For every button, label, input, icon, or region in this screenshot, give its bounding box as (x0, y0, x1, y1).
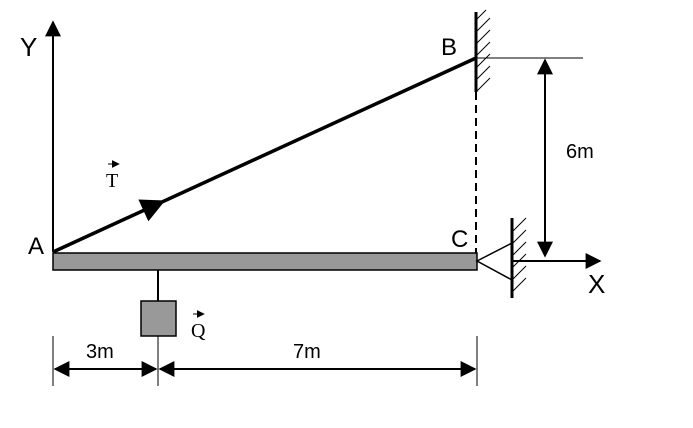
load-symbol: Q (191, 320, 206, 342)
support-c (475, 217, 527, 298)
height-dimension-label: 6m (566, 141, 594, 163)
weight-block (140, 300, 177, 337)
tension-symbol: T (106, 170, 118, 192)
cable-ab (52, 56, 477, 254)
right-span-label: 7m (293, 341, 321, 363)
x-axis-label: X (588, 269, 605, 299)
point-b-label: B (441, 34, 457, 61)
load-label: Q (191, 310, 206, 342)
wall-b (474, 9, 491, 93)
tension-label: T (106, 160, 120, 192)
left-span-label: 3m (86, 341, 114, 363)
point-a-label: A (28, 233, 44, 260)
y-axis-label: Y (20, 32, 37, 62)
tension-arrow (138, 199, 166, 222)
point-c-label: C (451, 226, 468, 253)
beam (52, 252, 478, 271)
